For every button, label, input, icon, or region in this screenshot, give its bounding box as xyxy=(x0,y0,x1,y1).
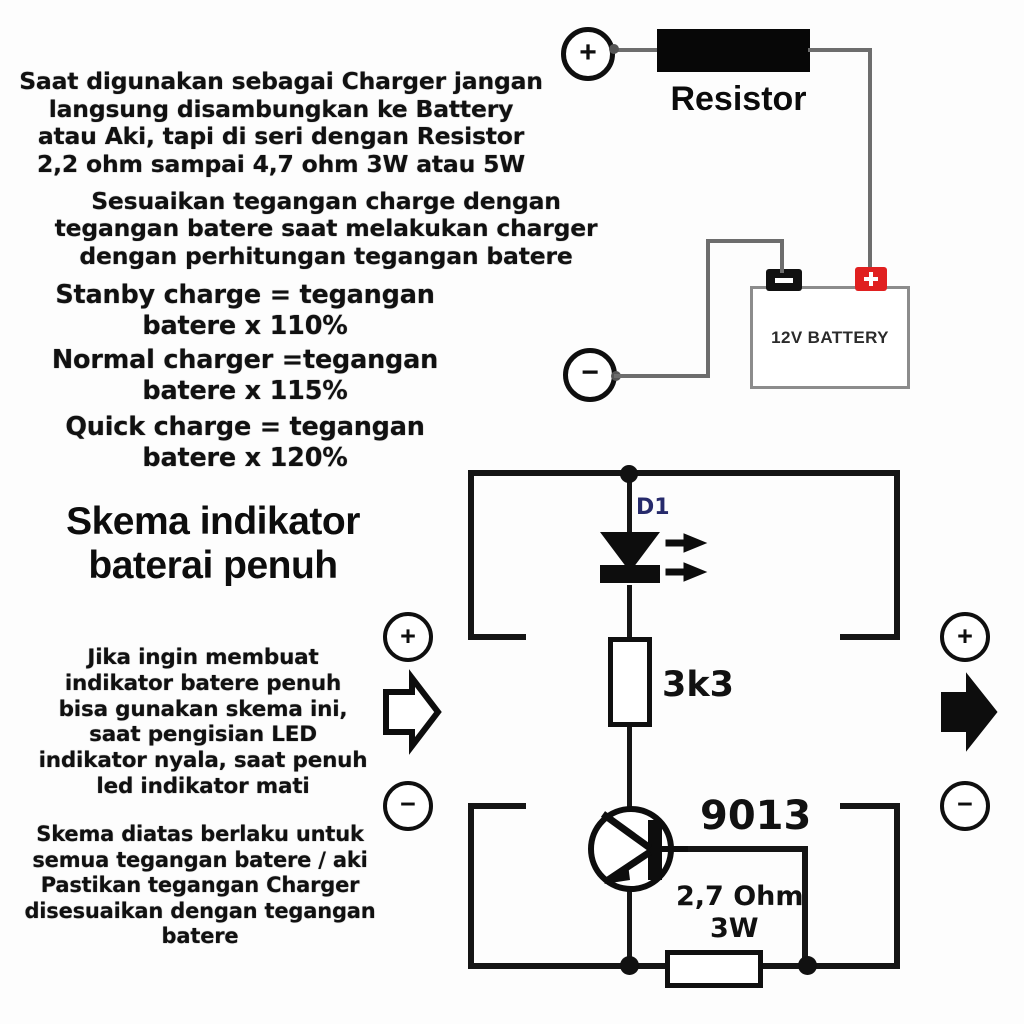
quick-charge-text: Quick charge = tegangan batere x 120% xyxy=(65,412,425,473)
standby-charge-text: Stanby charge = tegangan batere x 110% xyxy=(55,280,435,341)
charger-positive-terminal-icon: + xyxy=(561,27,615,81)
diode-reference-label: D1 xyxy=(636,495,670,520)
wire-left-minus xyxy=(468,803,526,809)
wire-down-to-battery-positive xyxy=(868,48,872,274)
led-indicator-note-text: Jika ingin membuat indikator batere penu… xyxy=(38,645,368,799)
junction-dot-bottom-right xyxy=(798,956,817,975)
battery-label: 12V BATTERY xyxy=(771,327,889,347)
transistor-symbol-circle xyxy=(588,806,674,892)
wire-base-right xyxy=(688,846,808,852)
rail-right-top-drop xyxy=(894,470,900,640)
wire-right-minus xyxy=(840,803,900,809)
wire-top-node-to-led xyxy=(627,473,632,535)
charger-negative-terminal-icon: − xyxy=(563,348,617,402)
wire-minus-to-battery-terminal xyxy=(706,239,784,243)
charger-warning-text: Saat digunakan sebagai Charger jangan la… xyxy=(19,67,543,179)
series-resistor-label: Resistor xyxy=(670,80,807,118)
battery-positive-terminal xyxy=(855,267,887,291)
wire-transistor-to-bottom xyxy=(627,886,632,966)
led-cathode-bar-icon xyxy=(600,565,660,583)
transistor-part-number-label: 9013 xyxy=(700,793,812,839)
led-triangle-icon xyxy=(600,532,660,572)
wire-left-plus xyxy=(468,634,526,640)
led-emission-arrows-icon xyxy=(665,533,708,582)
battery-negative-terminal xyxy=(766,269,802,291)
series-resistor-3k3-label: 3k3 xyxy=(662,665,734,705)
normal-charge-text: Normal charger =tegangan batere x 115% xyxy=(51,345,439,406)
wire-battery-negative-drop xyxy=(780,239,784,273)
wire-resistor-to-transistor xyxy=(627,723,632,811)
wire-led-to-resistor xyxy=(627,585,632,640)
wire-resistor-right xyxy=(808,48,872,52)
emitter-resistor-symbol xyxy=(665,950,763,988)
schematic-output-positive-icon: + xyxy=(940,612,990,662)
rail-right-bottom-drop xyxy=(894,803,900,969)
junction-dot-bottom-center xyxy=(620,956,639,975)
wire-base-down xyxy=(802,846,808,966)
schematic-output-negative-icon: − xyxy=(940,781,990,831)
wire-minus-vertical xyxy=(706,239,710,378)
schematic-input-negative-icon: − xyxy=(383,781,433,831)
series-resistor-block xyxy=(657,29,810,72)
wire-minus-horizontal xyxy=(614,374,710,378)
emitter-resistor-label-line2: 3W xyxy=(710,913,759,944)
output-flow-solid-right-arrow-icon xyxy=(941,672,998,752)
rail-top xyxy=(468,470,900,476)
emitter-resistor-label-line1: 2,7 Ohm xyxy=(676,881,804,912)
schematic-input-positive-icon: + xyxy=(383,612,433,662)
rail-left-bottom-drop xyxy=(468,803,474,969)
rail-left-top-drop xyxy=(468,470,474,640)
voltage-matching-text: Sesuaikan tegangan charge dengan teganga… xyxy=(54,187,598,270)
junction-dot-top xyxy=(620,465,638,483)
wire-dot-plus xyxy=(609,44,619,54)
page-title: Skema indikator baterai penuh xyxy=(66,500,360,587)
wire-right-plus xyxy=(840,634,900,640)
footer-note-text: Skema diatas berlaku untuk semua teganga… xyxy=(24,822,376,949)
wire-plus-to-resistor xyxy=(612,48,660,52)
battery-body: 12V BATTERY xyxy=(750,286,910,389)
series-resistor-3k3-symbol xyxy=(608,637,652,727)
